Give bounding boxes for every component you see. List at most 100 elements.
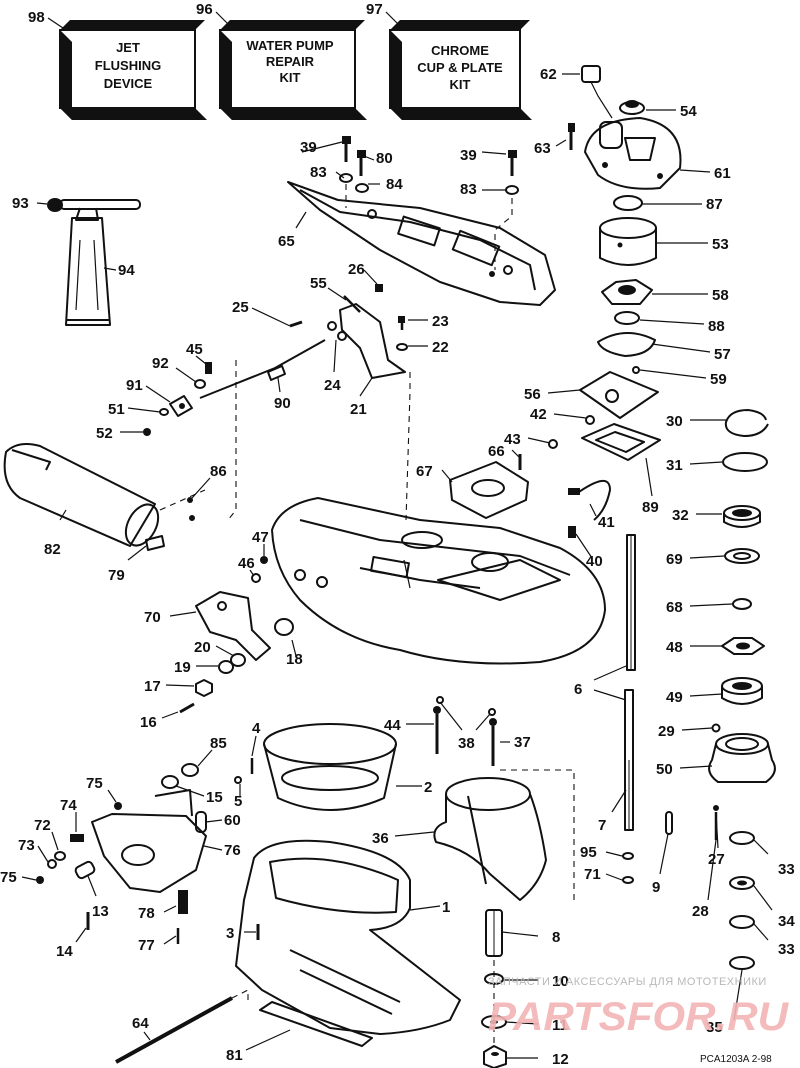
label-9: 9	[652, 879, 660, 896]
part-34-bearing	[729, 876, 755, 890]
part-51-washer	[159, 408, 169, 416]
part-22-washer	[396, 343, 408, 351]
label-8: 8	[552, 929, 560, 946]
kit-box-jet-line-2: FLUSHING	[95, 58, 161, 73]
label-25: 25	[232, 299, 249, 316]
label-94: 94	[118, 262, 135, 279]
part-70-bracket	[195, 591, 271, 661]
watermark-logo: PARTSFOR.RU	[488, 995, 789, 1039]
label-79: 79	[108, 567, 125, 584]
part-62-plug	[581, 65, 613, 119]
part-73-nut	[47, 859, 57, 869]
label-39b: 39	[460, 147, 477, 164]
part-6-drive-shaft-upper	[626, 534, 636, 671]
part-15-bushing	[161, 775, 179, 789]
label-90: 90	[274, 395, 291, 412]
part-42-screw	[585, 415, 595, 425]
part-48-lock-washer	[721, 637, 765, 655]
label-54: 54	[680, 103, 697, 120]
label-20: 20	[194, 639, 211, 656]
label-69: 69	[666, 551, 683, 568]
part-59-pin	[632, 366, 640, 374]
label-23: 23	[432, 313, 449, 330]
kit-box-pump-line-3: KIT	[280, 70, 301, 85]
kit-box-jet-line-3: DEVICE	[104, 76, 153, 91]
label-31: 31	[666, 457, 683, 474]
part-53-impeller-housing	[599, 217, 657, 266]
part-29-nut	[711, 723, 721, 733]
assembly-line-bracket	[405, 372, 411, 521]
part-71-ring	[622, 876, 634, 884]
label-51: 51	[108, 401, 125, 418]
label-47: 47	[252, 529, 269, 546]
label-75a: 75	[86, 775, 103, 792]
part-17-nut	[195, 679, 213, 697]
label-59: 59	[710, 371, 727, 388]
part-68-washer	[732, 598, 752, 610]
assembly-line-impeller	[500, 769, 575, 900]
part-20-washer	[230, 653, 246, 667]
part-2-wear-ring	[263, 723, 397, 811]
part-72-washer	[54, 851, 66, 861]
part-61-pump-housing	[584, 117, 682, 190]
part-63-screw	[568, 123, 575, 150]
part-67-adapter	[449, 461, 529, 519]
part-26-nut	[375, 284, 383, 292]
part-37-stud	[489, 718, 497, 766]
kit-box-water-pump: WATER PUMP REPAIR KIT	[219, 20, 367, 120]
part-83-washer-right	[505, 185, 519, 195]
part-9-key	[665, 811, 673, 835]
part-80-bolt	[357, 150, 366, 176]
label-53: 53	[712, 236, 729, 253]
part-46-washer	[251, 573, 261, 583]
label-89: 89	[642, 499, 659, 516]
part-89-gasket	[581, 423, 661, 461]
part-38-washers	[436, 696, 496, 716]
label-28: 28	[692, 903, 709, 920]
label-24: 24	[324, 377, 341, 394]
label-63: 63	[534, 140, 551, 157]
label-10: 10	[552, 973, 569, 990]
label-43: 43	[504, 431, 521, 448]
label-33b: 33	[778, 941, 795, 958]
part-82-intake-tube	[3, 443, 160, 547]
label-73: 73	[18, 837, 35, 854]
label-62: 62	[540, 66, 557, 83]
label-78: 78	[138, 905, 155, 922]
label-70: 70	[144, 609, 161, 626]
label-93: 93	[12, 195, 29, 212]
label-64: 64	[132, 1015, 149, 1032]
part-52-nut	[143, 428, 151, 436]
label-50: 50	[656, 761, 673, 778]
label-27: 27	[708, 851, 725, 868]
part-13-pin	[74, 860, 96, 880]
part-19-washer	[218, 660, 234, 674]
part-number-labels: 93 94 62 54 63 61 87 53 58 88 57 59 56 4…	[0, 66, 795, 1068]
label-60: 60	[224, 812, 241, 829]
label-26: 26	[348, 261, 365, 278]
label-65: 65	[278, 233, 295, 250]
label-46: 46	[238, 555, 255, 572]
label-14: 14	[56, 943, 73, 960]
leader-98	[47, 17, 67, 31]
label-77: 77	[138, 937, 155, 954]
part-49-bearing	[721, 677, 763, 705]
kit-number-96: 96	[196, 1, 213, 18]
leader-96	[215, 11, 229, 25]
label-2: 2	[424, 779, 432, 796]
label-83b: 83	[460, 181, 477, 198]
part-40-fitting	[568, 526, 576, 538]
label-3: 3	[226, 925, 234, 942]
label-80: 80	[376, 150, 393, 167]
label-30: 30	[666, 413, 683, 430]
label-66: 66	[488, 443, 505, 460]
label-15: 15	[206, 789, 223, 806]
label-5: 5	[234, 793, 242, 810]
assembly-line-tube	[159, 489, 206, 511]
label-33a: 33	[778, 861, 795, 878]
label-57: 57	[714, 346, 731, 363]
part-35-washer	[729, 956, 755, 970]
label-38: 38	[458, 735, 475, 752]
part-12-nut	[483, 1045, 507, 1068]
